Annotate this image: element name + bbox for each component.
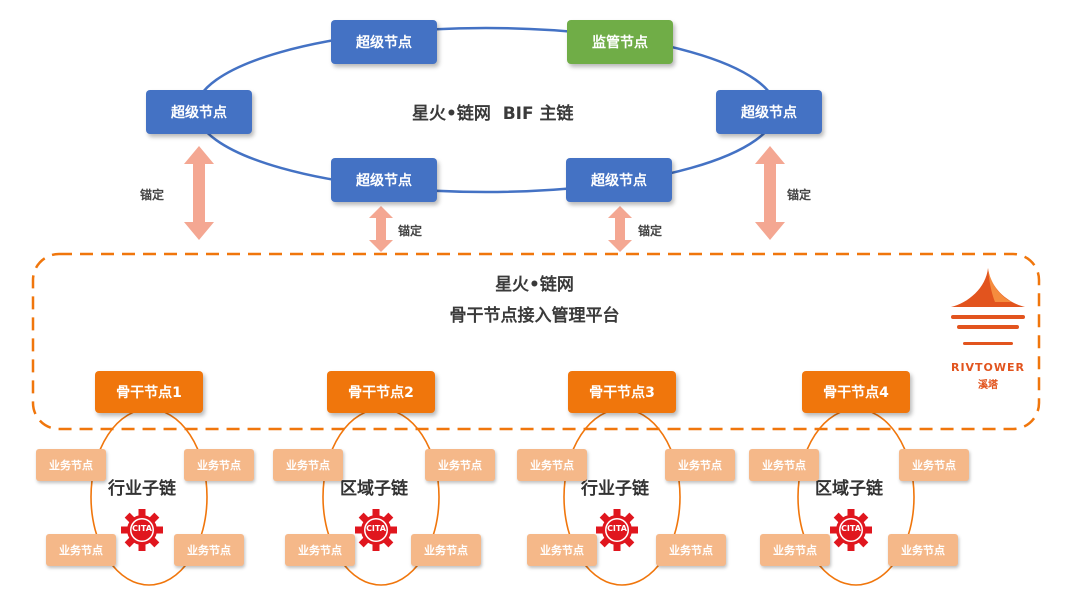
anchor-arrows xyxy=(184,146,785,252)
anchor-arrow-right xyxy=(755,146,785,240)
super-node-left: 超级节点 xyxy=(146,90,252,134)
business-node: 业务节点 xyxy=(665,449,735,481)
subchain-label-3: 行业子链 xyxy=(581,479,649,499)
cita-logo-text-4: CITA xyxy=(841,524,861,533)
backbone-node-2: 骨干节点2 xyxy=(327,371,435,413)
platform-border xyxy=(31,252,1041,431)
business-node: 业务节点 xyxy=(760,534,830,566)
anchor-arrow-center-right xyxy=(608,206,632,252)
anchor-arrow-center-left xyxy=(369,206,393,252)
platform-title-line1: 星火•链网 xyxy=(495,275,574,295)
platform-title-line2: 骨干节点接入管理平台 xyxy=(449,306,620,326)
business-node: 业务节点 xyxy=(273,449,343,481)
business-node: 业务节点 xyxy=(899,449,969,481)
business-node: 业务节点 xyxy=(656,534,726,566)
super-node-right: 超级节点 xyxy=(716,90,822,134)
anchor-label-center-right: 锚定 xyxy=(638,224,663,238)
business-node: 业务节点 xyxy=(888,534,958,566)
business-node: 业务节点 xyxy=(36,449,106,481)
main-chain-title: 星火•链网 BIF 主链 xyxy=(412,104,574,124)
subchain-label-2: 区域子链 xyxy=(340,479,408,499)
business-node: 业务节点 xyxy=(411,534,481,566)
cita-logo-text-2: CITA xyxy=(366,524,386,533)
cita-logo-text-3: CITA xyxy=(607,524,627,533)
business-node: 业务节点 xyxy=(285,534,355,566)
business-node: 业务节点 xyxy=(425,449,495,481)
business-node: 业务节点 xyxy=(527,534,597,566)
business-node: 业务节点 xyxy=(174,534,244,566)
backbone-node-4: 骨干节点4 xyxy=(802,371,910,413)
anchor-label-center-left: 锚定 xyxy=(398,224,423,238)
cita-logo-text-1: CITA xyxy=(132,524,152,533)
brand-name-en: RIVTOWER xyxy=(950,361,1026,374)
anchor-label-left: 锚定 xyxy=(140,188,165,202)
backbone-node-1: 骨干节点1 xyxy=(95,371,203,413)
rivtower-logo-mark xyxy=(951,268,1025,345)
supervision-node: 监管节点 xyxy=(567,20,673,64)
super-node-bottom-left: 超级节点 xyxy=(331,158,437,202)
business-node: 业务节点 xyxy=(46,534,116,566)
backbone-node-3: 骨干节点3 xyxy=(568,371,676,413)
super-node-top-left: 超级节点 xyxy=(331,20,437,64)
anchor-arrow-left xyxy=(184,146,214,240)
business-node: 业务节点 xyxy=(517,449,587,481)
business-node: 业务节点 xyxy=(749,449,819,481)
brand-name-cn: 溪塔 xyxy=(978,380,998,391)
subchain-label-1: 行业子链 xyxy=(108,479,176,499)
business-node: 业务节点 xyxy=(184,449,254,481)
subchain-label-4: 区域子链 xyxy=(815,479,883,499)
super-node-bottom-right: 超级节点 xyxy=(566,158,672,202)
anchor-label-right: 锚定 xyxy=(787,188,812,202)
